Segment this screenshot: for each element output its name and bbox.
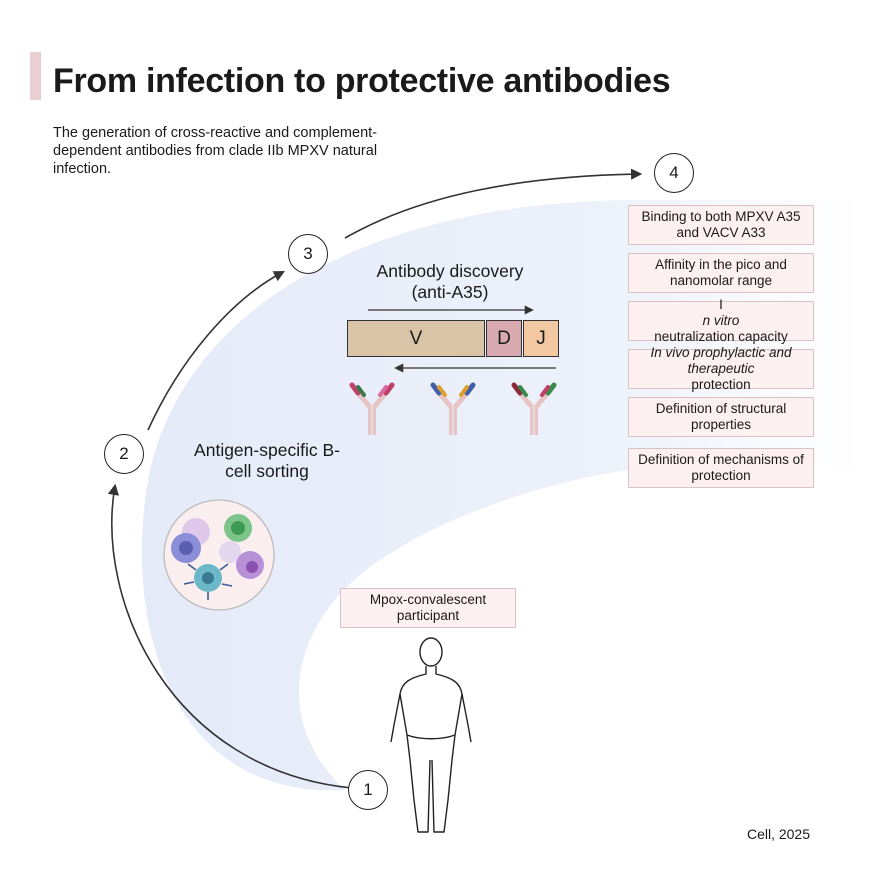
discovery-heading: Antibody discovery (anti-A35)	[376, 261, 524, 302]
flow-band	[141, 200, 860, 791]
antibody-icon	[511, 382, 557, 435]
citation: Cell, 2025	[746, 826, 810, 842]
sorting-heading: Antigen-specific B-cell sorting	[194, 440, 340, 481]
arrow-2-to-3	[147, 270, 285, 431]
property-box: Definition of mechanisms of protection	[628, 448, 814, 488]
title-accent-bar	[30, 52, 41, 100]
gene-segment-d: D	[486, 320, 522, 357]
gene-segment-j: J	[523, 320, 559, 357]
participant-label-box: Mpox-convalescent participant	[340, 588, 516, 628]
page-title: From infection to protective antibodies	[53, 62, 671, 100]
b-cell-cluster-icon	[163, 499, 275, 611]
property-box: In vivo prophylactic and therapeutic pro…	[628, 345, 814, 392]
page-subtitle: The generation of cross-reactive and com…	[53, 125, 378, 177]
step-4-marker: 4	[654, 153, 694, 193]
arrow-3-to-4	[344, 168, 643, 239]
step-2-marker: 2	[104, 434, 144, 474]
participant-label: Mpox-convalescent participant	[369, 592, 487, 623]
antibody-icon	[430, 382, 476, 435]
property-box: Affinity in the pico and nanomolar range	[628, 253, 814, 293]
step-3-marker: 3	[288, 234, 328, 274]
property-box: Definition of structural properties	[628, 397, 814, 437]
human-figure-icon	[390, 637, 472, 833]
arrow-1-to-2	[107, 483, 353, 789]
gene-segment-v: V	[347, 320, 485, 357]
antibody-icon	[349, 382, 395, 435]
step-1-marker: 1	[348, 770, 388, 810]
property-box: Binding to both MPXV A35 and VACV A33	[628, 205, 814, 245]
